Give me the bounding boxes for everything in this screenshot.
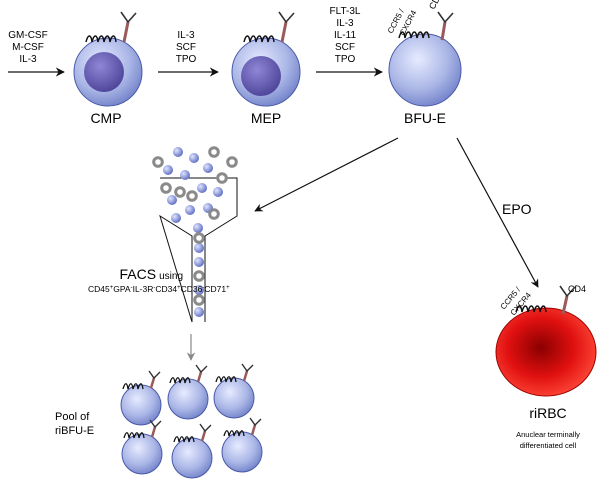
facs-blue-particle — [163, 165, 173, 175]
bfue-input-4: SCF — [335, 42, 355, 53]
bfue-input-2: IL-3 — [336, 18, 354, 29]
arrow-to-rbc — [456, 137, 539, 288]
facs-gray-particle — [152, 156, 164, 168]
facs-blue-particle — [194, 243, 204, 253]
cmp-nucleus — [84, 52, 124, 92]
bfue-cd4-receptor-icon — [437, 11, 454, 41]
facs-blue-particle — [203, 163, 213, 173]
bfue-label: BFU-E — [404, 110, 446, 126]
mep-cell — [231, 11, 301, 107]
arrow-to-facs — [254, 137, 399, 212]
bfue-cell — [388, 11, 462, 107]
bfue-ccr-receptor-icon — [398, 31, 430, 39]
cmp-input-3: IL-3 — [19, 54, 37, 65]
facs-markers: CD45+GPA-IL-3R-CD34+CD36-CD71+ — [88, 284, 230, 294]
facs-blue-particle — [171, 213, 181, 223]
facs-funnel — [159, 177, 238, 323]
facs-gray-particle — [193, 294, 205, 306]
pool-cell — [221, 417, 263, 473]
mep-cd4-receptor-icon — [278, 11, 295, 43]
pool-cell — [213, 363, 255, 419]
facs-blue-particle — [167, 195, 177, 205]
bfue-input-5: TPO — [335, 54, 356, 65]
bfue-inputs: FLT-3L IL-3 IL-11 SCF TPO — [330, 6, 361, 65]
cmp-cd4-receptor-icon — [120, 11, 137, 43]
facs-gray-particle — [193, 232, 205, 244]
facs-gray-particle — [226, 156, 238, 168]
cmp-inputs: GM-CSF M-CSF IL-3 — [8, 30, 47, 65]
facs-blue-particle — [213, 187, 223, 197]
pool-label-1: Pool of — [55, 411, 90, 423]
mep-label: MEP — [251, 110, 281, 126]
bfue-input-3: IL-11 — [334, 30, 356, 41]
facs-blue-particle — [194, 257, 204, 267]
facs-gray-particle — [160, 182, 172, 194]
facs-blue-particle — [197, 183, 207, 193]
pool-cell — [120, 370, 162, 426]
cmp-input-1: GM-CSF — [8, 30, 47, 41]
facs-gray-particle — [208, 146, 220, 158]
facs-gray-particle — [216, 172, 228, 184]
rbc-cd4-receptor-icon — [559, 285, 576, 315]
rbc-ccr-receptor-icon — [515, 305, 547, 313]
facs-gray-particle — [186, 190, 198, 202]
cmp-cell — [73, 11, 143, 107]
facs-blue-particle — [180, 170, 190, 180]
facs-particles — [152, 146, 238, 317]
cmp-label: CMP — [90, 110, 121, 126]
facs-blue-particle — [173, 147, 183, 157]
facs-blue-particle — [194, 307, 204, 317]
cmp-ccr-receptor-icon — [85, 35, 117, 43]
facs-blue-particle — [194, 285, 204, 295]
facs-gray-particle — [174, 186, 186, 198]
rbc-label: riRBC — [529, 405, 566, 421]
rbc-cell — [495, 285, 597, 397]
mep-inputs: IL-3 SCF TPO — [176, 30, 197, 65]
pool-cell — [121, 419, 163, 475]
bfue-input-1: FLT-3L — [330, 6, 361, 17]
pool-cells — [120, 363, 263, 479]
pool-cell — [167, 364, 209, 420]
facs-blue-particle — [189, 153, 199, 163]
epo-label: EPO — [502, 201, 532, 217]
facs-blue-particle — [193, 223, 203, 233]
cmp-input-2: M-CSF — [12, 42, 44, 53]
rbc-cd4-label: CD4 — [568, 284, 586, 294]
rbc-caption-1: Anuclear terminally — [516, 430, 580, 439]
mep-ccr-receptor-icon — [243, 35, 275, 43]
bfue-cd4-label: CD4 — [427, 0, 444, 11]
pool-label-2: riBFU-E — [55, 425, 94, 437]
mep-input-1: IL-3 — [177, 30, 195, 41]
mep-input-2: SCF — [176, 42, 196, 53]
rbc-caption-2: differentiated cell — [520, 441, 577, 450]
facs-gray-particle — [193, 270, 205, 282]
facs-gray-particle — [208, 208, 220, 220]
facs-blue-particle — [185, 205, 195, 215]
mep-input-3: TPO — [176, 54, 197, 65]
mep-nucleus — [241, 56, 281, 96]
pool-cell — [171, 423, 213, 479]
